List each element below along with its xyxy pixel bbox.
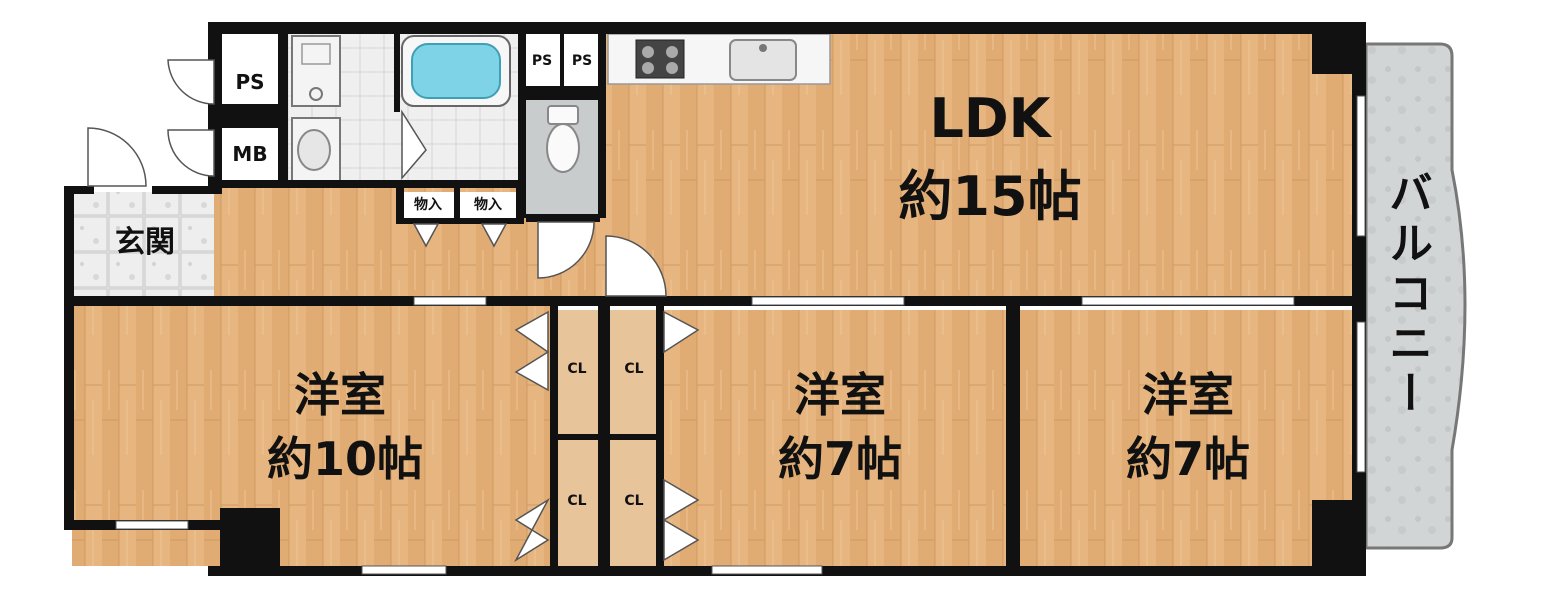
windows xyxy=(115,95,1366,575)
bath-water xyxy=(411,43,501,99)
ps-label-2: PS xyxy=(531,53,553,69)
closet-label-4: CL xyxy=(624,493,644,509)
sink-icon xyxy=(729,39,797,81)
ldk-size: 約15帖 xyxy=(898,165,1082,228)
western-room-1-label: 洋室 xyxy=(294,368,386,422)
ldk-label: LDK xyxy=(929,87,1051,150)
balcony-label: バルコニー xyxy=(1381,170,1432,420)
entrance-label: 玄関 xyxy=(115,225,175,260)
storage-label-1: 物入 xyxy=(414,197,442,213)
closet-2 xyxy=(610,310,658,434)
entrance-floor xyxy=(72,192,214,298)
closet-label-3: CL xyxy=(567,493,587,509)
western-room-3-label: 洋室 xyxy=(1142,368,1234,422)
storage-label-2: 物入 xyxy=(474,197,502,213)
western-room-3-floor xyxy=(1020,310,1352,566)
western-room-2-size: 約7帖 xyxy=(777,432,902,486)
western-room-2-floor xyxy=(664,310,1006,566)
ps-label-1: PS xyxy=(235,70,265,94)
closet-4 xyxy=(610,440,658,566)
closet-label-1: CL xyxy=(567,361,587,377)
closet-1 xyxy=(556,310,598,434)
stove-icon xyxy=(635,39,685,79)
closet-3 xyxy=(556,440,598,566)
western-room-2-label: 洋室 xyxy=(794,368,886,422)
ps-label-3: PS xyxy=(571,53,593,69)
balcony-area xyxy=(1364,42,1467,550)
toilet-icon xyxy=(546,123,580,173)
door-swings xyxy=(87,59,700,563)
toilet-tank xyxy=(547,105,579,125)
washing-machine-icon xyxy=(291,35,341,107)
closet-label-2: CL xyxy=(624,361,644,377)
mb-label: MB xyxy=(232,142,268,166)
western-room-1-size: 約10帖 xyxy=(266,432,423,486)
western-room-3-size: 約7帖 xyxy=(1125,432,1250,486)
